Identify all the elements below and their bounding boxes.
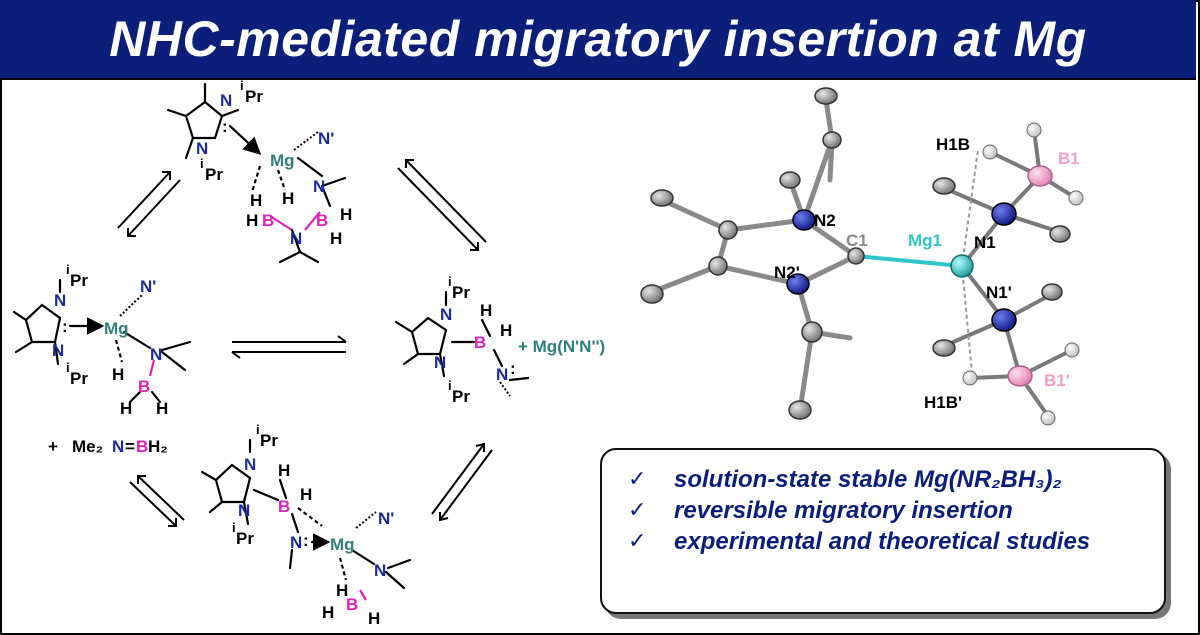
- ipr-label: Pr: [205, 165, 223, 184]
- complex-left: N N i Pr i Pr : Mg N' N H B H H + Me₂ N …: [12, 262, 192, 456]
- atom-b-label: B: [278, 497, 290, 516]
- ipr-sup-label: i: [66, 262, 70, 277]
- crystal-structure: N2 N2' C1 Mg1 N1 N1' B1 B1' H1B H1B': [640, 87, 1084, 426]
- ipr-sup-label: i: [66, 360, 70, 375]
- summary-point: ✓ solution-state stable Mg(NR₂BH₃)₂: [628, 464, 1164, 495]
- label-n1: N1: [974, 233, 996, 252]
- atom-n-label: N: [313, 177, 325, 196]
- complex-top: N N i Pr i Pr : Mg N' H H N H B N B H H: [166, 80, 352, 264]
- check-icon: ✓: [628, 529, 647, 554]
- summary-text: solution-state stable Mg(NR₂BH₃)₂: [674, 466, 1062, 493]
- label-b1prime: B1': [1044, 371, 1070, 390]
- ipr-label: Pr: [70, 369, 88, 388]
- reagent-aminoborane: + Me₂ N = B H₂: [48, 437, 168, 456]
- atom-mg-label: Mg: [330, 535, 355, 554]
- atom-n-label: N: [290, 533, 302, 552]
- atom-n-label: N: [244, 455, 256, 474]
- atom-n-label: N: [434, 353, 446, 372]
- atom-h-label: H: [156, 399, 168, 418]
- ipr-label: Pr: [452, 283, 470, 302]
- atom-n-label: N: [196, 139, 208, 158]
- atom-n-label: N: [374, 561, 386, 580]
- check-icon: ✓: [628, 498, 647, 523]
- ipr-label: Pr: [245, 87, 263, 106]
- label-n2prime: N2': [774, 263, 800, 282]
- atom-h-label: H: [336, 581, 348, 600]
- atom-h-label: H: [120, 399, 132, 418]
- product-mg-amide: + Mg(N'N''): [518, 337, 605, 356]
- atom-n-label: N: [496, 365, 508, 384]
- atom-h-label: H: [368, 609, 380, 628]
- check-icon: ✓: [628, 467, 647, 492]
- atom-b-label: B: [346, 595, 358, 614]
- atom-h-label: H: [322, 603, 334, 622]
- atom-n-label: N: [150, 345, 162, 364]
- summary-box: ✓ solution-state stable Mg(NR₂BH₃)₂ ✓ reve…: [600, 448, 1166, 614]
- atom-h-label: H: [300, 485, 312, 504]
- atom-h-label: H: [330, 229, 342, 248]
- reagent-plus: +: [48, 437, 58, 456]
- ipr-sup-label: i: [448, 378, 452, 393]
- atom-h-label: H: [340, 205, 352, 224]
- ipr-label: Pr: [452, 387, 470, 406]
- label-c1: C1: [846, 231, 868, 250]
- ipr-label: Pr: [236, 529, 254, 548]
- summary-text: experimental and theoretical studies: [674, 528, 1091, 555]
- atom-b-label: B: [316, 211, 328, 230]
- atom-b-label: B: [474, 333, 486, 352]
- atom-n-label: N: [220, 91, 232, 110]
- equilibrium-arrows: [117, 159, 493, 527]
- ipr-sup-label: i: [232, 520, 236, 535]
- atom-nprime-label: N': [140, 277, 156, 296]
- atom-nprime-label: N': [378, 509, 394, 528]
- reagent-h2: H₂: [148, 437, 168, 456]
- atom-n-label: N: [440, 305, 452, 324]
- ipr-sup-label: i: [256, 422, 260, 437]
- ipr-label: Pr: [260, 431, 278, 450]
- atom-h-label: H: [112, 365, 124, 384]
- atom-nprime-label: N': [318, 129, 334, 148]
- summary-point: ✓ experimental and theoretical studies: [628, 526, 1164, 557]
- svg-text::: :: [510, 359, 516, 378]
- svg-text::: :: [222, 117, 228, 136]
- ipr-sup-label: i: [200, 156, 204, 171]
- atom-mg-label: Mg: [104, 319, 129, 338]
- atom-n-label: N: [290, 229, 302, 248]
- reagent-n: N: [112, 437, 124, 456]
- label-h1bprime: H1B': [924, 393, 962, 412]
- atom-h-label: H: [480, 301, 492, 320]
- atom-h-label: H: [500, 321, 512, 340]
- atom-n-label: N: [54, 291, 66, 310]
- atom-b-label: B: [138, 377, 150, 396]
- ipr-sup-label: i: [240, 80, 244, 93]
- reaction-scheme: N N i Pr i Pr : Mg N' H H N H B N B H H …: [12, 80, 1084, 628]
- atom-n-label: N: [52, 341, 64, 360]
- reagent-eq: =: [125, 437, 135, 456]
- reagent-me2: Me₂: [72, 437, 103, 456]
- label-h1b: H1B: [936, 135, 970, 154]
- label-mg1: Mg1: [908, 231, 942, 250]
- atom-b-label: B: [262, 211, 274, 230]
- atom-h-label: H: [282, 189, 294, 208]
- page-title: NHC-mediated migratory insertion at Mg: [109, 11, 1087, 67]
- label-b1: B1: [1058, 149, 1080, 168]
- label-n2: N2: [814, 211, 836, 230]
- label-n1prime: N1': [986, 283, 1012, 302]
- complex-nhc-borane: N N i Pr i Pr B H H N : + Mg(N'N''): [394, 274, 605, 406]
- svg-text::: :: [62, 317, 68, 336]
- svg-text::: :: [303, 531, 309, 550]
- atom-h-label: H: [278, 461, 290, 480]
- atom-h-label: H: [250, 191, 262, 210]
- complex-bottom: N N i Pr i Pr B H H N : Mg N' N H H B H: [200, 422, 412, 628]
- summary-text: reversible migratory insertion: [674, 497, 1013, 524]
- summary-point: ✓ reversible migratory insertion: [628, 495, 1164, 526]
- reagent-b: B: [136, 437, 148, 456]
- atom-h-label: H: [246, 211, 258, 230]
- atom-n-label: N: [238, 501, 250, 520]
- atom-mg-label: Mg: [270, 151, 295, 170]
- ipr-sup-label: i: [448, 274, 452, 289]
- title-banner: NHC-mediated migratory insertion at Mg: [0, 0, 1196, 80]
- summary-list: ✓ solution-state stable Mg(NR₂BH₃)₂ ✓ reve…: [602, 450, 1164, 557]
- ipr-label: Pr: [70, 271, 88, 290]
